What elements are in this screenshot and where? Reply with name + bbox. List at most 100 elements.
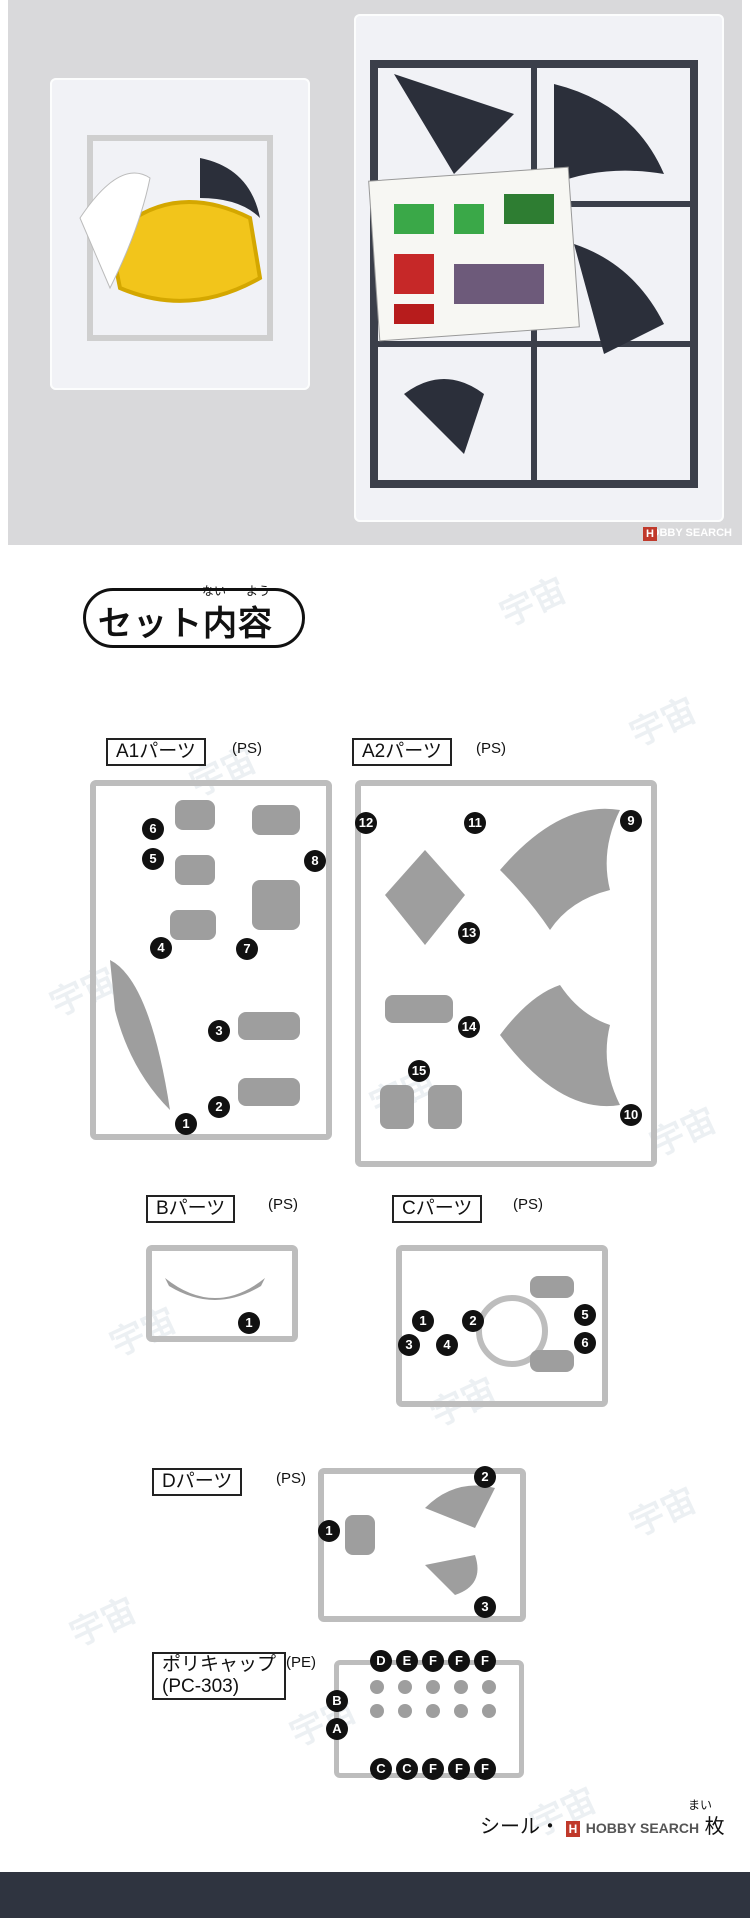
a1-part — [175, 855, 215, 885]
a2-part-15a — [380, 1085, 414, 1129]
photo-watermark-text: HOBBY SEARCH — [642, 527, 732, 539]
photo-watermark: H HOBBY SEARCH — [642, 527, 732, 541]
a1-part — [252, 880, 300, 930]
a1-part — [238, 1012, 300, 1040]
a1-part — [252, 805, 300, 835]
a1-material: (PS) — [232, 740, 262, 757]
a2-wing-upper — [500, 808, 620, 930]
title-ruby-you: よう — [246, 584, 271, 598]
polycap-part — [482, 1704, 496, 1718]
c-part — [530, 1276, 574, 1298]
polycap-part — [398, 1704, 412, 1718]
d-num: 1 — [318, 1520, 340, 1542]
a2-num: 13 — [458, 922, 480, 944]
b-part — [165, 1278, 265, 1300]
footer-bar — [0, 1872, 750, 1918]
c-material: (PS) — [513, 1196, 543, 1213]
polycap-part — [454, 1680, 468, 1694]
a1-num: 6 — [142, 818, 164, 840]
polycap-material: (PE) — [286, 1654, 316, 1671]
a2-runner — [355, 780, 657, 1167]
polycap-letter: B — [326, 1690, 348, 1712]
c-part — [530, 1350, 574, 1372]
polycap-part — [370, 1704, 384, 1718]
c-num: 2 — [462, 1310, 484, 1332]
a2-part-14 — [385, 995, 453, 1023]
polycap-letter: F — [448, 1650, 470, 1672]
polycap-letter: E — [396, 1650, 418, 1672]
c-parts-label: Cパーツ — [392, 1195, 483, 1223]
a1-parts-label: A1パーツ — [106, 738, 206, 766]
d-num: 3 — [474, 1596, 496, 1618]
d-parts-label: Dパーツ — [152, 1468, 243, 1496]
seal-watermark: HOBBY SEARCH — [585, 1820, 700, 1836]
polycap-part — [398, 1680, 412, 1694]
a1-num: 4 — [150, 937, 172, 959]
a2-part-13 — [385, 850, 465, 945]
c-num: 3 — [398, 1334, 420, 1356]
a1-num: 1 — [175, 1113, 197, 1135]
c-runner — [396, 1245, 608, 1407]
d-material: (PS) — [276, 1470, 306, 1487]
polycap-label-line1: ポリキャップ — [162, 1654, 277, 1675]
title-ruby-nai: ない — [202, 584, 227, 598]
polycap-grid — [370, 1680, 500, 1750]
seal-count-suffix: 枚 — [704, 1816, 725, 1838]
polycap-part — [454, 1704, 468, 1718]
hobby-search-logo: H — [642, 527, 657, 541]
polycap-letter: D — [370, 1650, 392, 1672]
small-bag-parts-image — [79, 135, 273, 341]
d-part-lower — [425, 1555, 478, 1595]
polycap-letter: F — [422, 1650, 444, 1672]
a2-material: (PS) — [476, 740, 506, 757]
polycap-part — [370, 1680, 384, 1694]
polycap-top-letters: D E F F F — [370, 1650, 496, 1672]
polycap-letter: C — [370, 1758, 392, 1780]
a2-num: 9 — [620, 810, 642, 832]
polycap-label: ポリキャップ (PC-303) — [152, 1652, 287, 1700]
polycap-bottom-letters: C C F F F — [370, 1758, 496, 1780]
polycap-label-line2: (PC-303) — [162, 1676, 240, 1697]
a1-num: 8 — [304, 850, 326, 872]
large-bag-parts-image — [368, 60, 698, 488]
a1-blade-part — [110, 960, 170, 1110]
b-num: 1 — [238, 1312, 260, 1334]
b-parts-label: Bパーツ — [146, 1195, 236, 1223]
a2-num: 11 — [464, 812, 486, 834]
large-bag — [354, 14, 724, 522]
polycap-letter: A — [326, 1718, 348, 1740]
polycap-part — [426, 1680, 440, 1694]
polycap-letter: F — [474, 1650, 496, 1672]
a2-num: 15 — [408, 1060, 430, 1082]
d-part — [345, 1515, 375, 1555]
polycap-letter: C — [396, 1758, 418, 1780]
a2-num: 14 — [458, 1016, 480, 1038]
polycap-letter: F — [448, 1758, 470, 1780]
c-num: 6 — [574, 1332, 596, 1354]
section-title-pill — [83, 588, 305, 648]
c-num: 5 — [574, 1304, 596, 1326]
b-material: (PS) — [268, 1196, 298, 1213]
a2-wing-lower — [500, 985, 620, 1107]
seal-text: シール・ — [480, 1816, 560, 1838]
a2-num: 12 — [355, 812, 377, 834]
a1-part — [170, 910, 216, 940]
a1-num: 7 — [236, 938, 258, 960]
seal-ruby: まい — [688, 1798, 713, 1812]
a1-num: 3 — [208, 1020, 230, 1042]
polycap-part — [482, 1680, 496, 1694]
polycap-part — [426, 1704, 440, 1718]
a2-part-15b — [428, 1085, 462, 1129]
c-ring — [476, 1295, 548, 1367]
d-part-upper — [425, 1485, 495, 1528]
c-num: 4 — [436, 1334, 458, 1356]
c-num: 1 — [412, 1310, 434, 1332]
a2-num: 10 — [620, 1104, 642, 1126]
polycap-letter: F — [474, 1758, 496, 1780]
section-title: セット内容 — [98, 605, 273, 643]
small-bag — [50, 78, 310, 390]
seal-line: シール・ H HOBBY SEARCH 枚 — [480, 1810, 725, 1839]
b-runner — [146, 1245, 298, 1342]
product-photo: H HOBBY SEARCH — [8, 0, 742, 545]
